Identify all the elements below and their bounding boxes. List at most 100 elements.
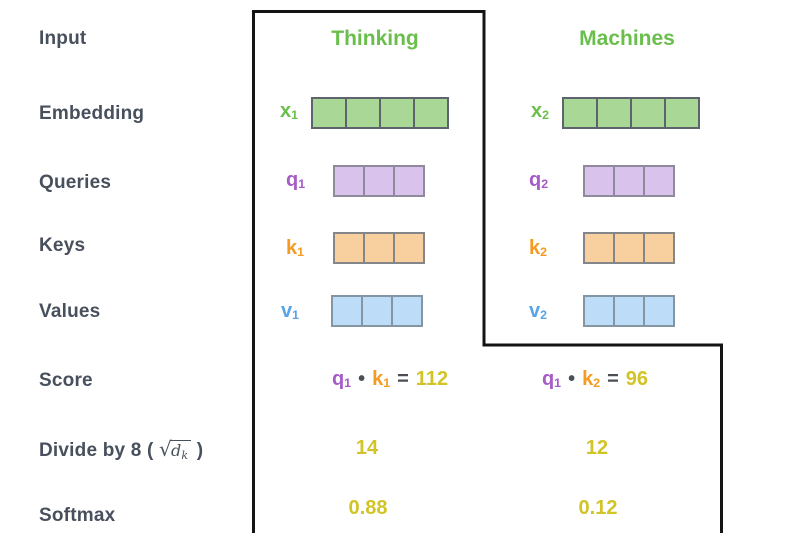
vector-cell (598, 97, 632, 129)
k1-subscript: 1 (297, 245, 305, 259)
v1-vector (331, 295, 423, 327)
vector-cell (333, 232, 365, 264)
v2-symbol: v (529, 300, 541, 322)
v2-subscript: 2 (540, 308, 548, 322)
row-label-keys: Keys (39, 235, 86, 256)
divide-prefix-text: Divide by 8 ( (39, 440, 160, 461)
v1-label: v1 (281, 300, 299, 323)
vector-cell (395, 165, 425, 197)
row-label-embedding: Embedding (39, 103, 145, 124)
x1-subscript: 1 (291, 108, 299, 122)
vector-cell (395, 232, 425, 264)
vector-cell (562, 97, 598, 129)
row-label-input: Input (39, 28, 87, 49)
divide2-value: 12 (585, 437, 609, 459)
k2-label: k2 (529, 237, 547, 260)
column1-header-thinking: Thinking (331, 27, 419, 50)
score2-q-symbol: q (541, 368, 555, 390)
v2-label: v2 (529, 300, 547, 323)
row-label-values: Values (39, 301, 101, 322)
q2-subscript: 2 (541, 177, 549, 191)
dot-product-icon: • (568, 368, 576, 390)
vector-cell (415, 97, 449, 129)
radicand-dk: dk (169, 440, 192, 462)
k2-symbol: k (529, 237, 541, 259)
softmax1-value: 0.88 (348, 497, 388, 519)
score2-q-term: q1 (542, 368, 561, 391)
k1-symbol: k (286, 237, 298, 259)
x2-label: x2 (531, 100, 549, 123)
q1-symbol: q (286, 169, 299, 191)
k1-vector (333, 232, 425, 264)
x1-label: x1 (280, 100, 298, 123)
equals-sign: = (397, 368, 409, 390)
vector-cell (615, 295, 645, 327)
vector-cell (645, 165, 675, 197)
score1-q-symbol: q (331, 368, 345, 390)
vector-cell (615, 232, 645, 264)
vector-cell (583, 232, 615, 264)
vector-cell (393, 295, 423, 327)
q2-symbol: q (529, 169, 542, 191)
vector-cell (381, 97, 415, 129)
score2-q-subscript: 1 (554, 376, 562, 390)
vector-cell (333, 165, 365, 197)
equals-sign: = (607, 368, 619, 390)
v2-vector (583, 295, 675, 327)
divide-suffix-text: ) (191, 440, 204, 461)
vector-cell (615, 165, 645, 197)
sqrt-dk-math: √dk (159, 437, 192, 462)
dot-product-icon: • (358, 368, 366, 390)
k2-vector (583, 232, 675, 264)
score1-k-subscript: 1 (383, 376, 391, 390)
x2-symbol: x (531, 100, 543, 122)
score1-q-term: q1 (332, 368, 351, 391)
q2-label: q2 (529, 169, 548, 192)
step-outline-path (252, 10, 723, 533)
score2-k-term: k2 (582, 368, 600, 391)
vector-cell (347, 97, 381, 129)
vector-cell (365, 165, 395, 197)
score1-q-subscript: 1 (344, 376, 352, 390)
dk-subscript: k (181, 449, 189, 462)
vector-cell (583, 295, 615, 327)
row-label-divide: Divide by 8 ( √dk ) (39, 437, 203, 462)
k2-subscript: 2 (540, 245, 548, 259)
column2-header-machines: Machines (579, 27, 675, 50)
radical-sign: √ (159, 437, 172, 461)
q1-vector (333, 165, 425, 197)
vector-cell (645, 232, 675, 264)
v1-subscript: 1 (292, 308, 300, 322)
score1-k-symbol: k (372, 368, 384, 390)
score1-result: 112 (415, 368, 449, 390)
x1-symbol: x (280, 100, 292, 122)
vector-cell (331, 295, 363, 327)
row-label-queries: Queries (39, 172, 112, 193)
divide1-value: 14 (355, 437, 379, 459)
score1-expression: q1 • k1 = 112 (295, 368, 485, 391)
q1-label: q1 (286, 169, 305, 192)
score2-expression: q1 • k2 = 96 (500, 368, 690, 391)
q2-vector (583, 165, 675, 197)
x2-vector (562, 97, 700, 129)
x1-vector (311, 97, 449, 129)
vector-cell (583, 165, 615, 197)
score2-k-subscript: 2 (593, 376, 601, 390)
vector-cell (365, 232, 395, 264)
vector-cell (311, 97, 347, 129)
v1-symbol: v (281, 300, 293, 322)
vector-cell (363, 295, 393, 327)
vector-cell (666, 97, 700, 129)
k1-label: k1 (286, 237, 304, 260)
row-label-score: Score (39, 370, 93, 391)
x2-subscript: 2 (542, 108, 550, 122)
dk-base: d (170, 441, 182, 460)
vector-cell (645, 295, 675, 327)
score2-k-symbol: k (582, 368, 594, 390)
score1-k-term: k1 (372, 368, 390, 391)
vector-cell (632, 97, 666, 129)
score2-result: 96 (625, 368, 649, 390)
q1-subscript: 1 (298, 177, 306, 191)
